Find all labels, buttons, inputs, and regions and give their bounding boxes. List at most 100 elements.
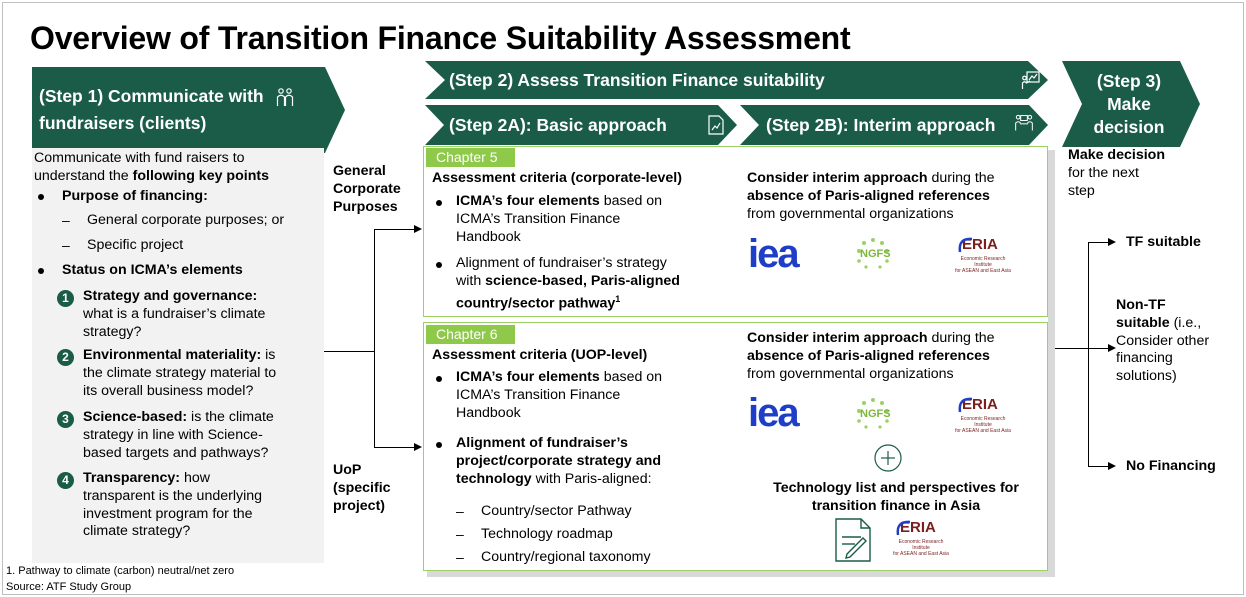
iea-logo: iea (748, 232, 800, 276)
element-3-title: Science-based: (83, 409, 188, 425)
element-4-rest: how (180, 470, 210, 486)
interim-bold: Consider interim approach (747, 170, 928, 186)
plus-circle-icon (873, 443, 903, 473)
element-number-1: 1 (57, 290, 74, 307)
decision-bold: Make decision (1068, 147, 1165, 163)
element-3-line: strategy in line with Science- (83, 426, 263, 443)
step2-label: (Step 2) Assess Transition Finance suita… (449, 69, 825, 90)
outcome-no-financing: No Financing (1126, 458, 1216, 474)
element-2-line: the climate strategy material to (83, 364, 277, 381)
dash: – (456, 503, 464, 519)
element-2-line: its overall business model? (83, 382, 254, 399)
dash: – (456, 549, 464, 565)
eria-logo: ERIA Economic Research Institute for ASE… (890, 519, 952, 557)
document-chart-icon (706, 115, 726, 135)
purpose-label-line: (specific (333, 479, 391, 496)
eria-subtitle: Economic Research Institute for ASEAN an… (890, 539, 952, 557)
box1-heading: Assessment criteria (corporate-level) (432, 170, 682, 186)
element-2: Environmental materiality: is the climat… (83, 347, 276, 400)
box1-b2-bold: science-based, Paris-aligned (485, 272, 680, 289)
status-heading: Status on ICMA’s elements (62, 262, 243, 278)
box2-b1-rest: based on (599, 369, 663, 385)
eria-logo: ERIA Economic Research Institute for ASE… (952, 396, 1014, 434)
outcome-tf-suitable: TF suitable (1126, 234, 1201, 250)
box1-bullet2: Alignment of fundraiser’s strategy with … (456, 255, 680, 313)
step3-line2: Make (1107, 93, 1151, 114)
purpose-label-line: project) (333, 497, 386, 514)
box-shadow (1048, 150, 1055, 577)
step1-intro: Communicate with fund raisers to underst… (34, 150, 269, 186)
interim-line: from governmental organizations (747, 205, 954, 222)
footnote: 1. Pathway to climate (carbon) neutral/n… (6, 565, 235, 577)
box2-b2-bold: technology (456, 470, 532, 487)
interim-line: absence of Paris-aligned references (747, 187, 990, 204)
step2b-label: (Step 2B): Interim approach (766, 114, 996, 135)
box2-bullet2: Alignment of fundraiser’s project/corpor… (456, 435, 661, 488)
arrowhead (414, 225, 422, 233)
step3-line3: decision (1093, 116, 1165, 137)
step2a-label: (Step 2A): Basic approach (449, 114, 667, 135)
dash: – (62, 237, 70, 253)
box1-b1-rest: based on (599, 193, 663, 209)
element-4-line: investment program for the (83, 505, 253, 522)
element-number-2: 2 (57, 349, 74, 366)
element-4: Transparency: how transparent is the und… (83, 470, 262, 541)
box1-b1-line: ICMA’s Transition Finance (456, 210, 621, 227)
connector-line (1088, 466, 1110, 467)
box1-b2-plain: with (456, 272, 486, 289)
intro-plain: understand the (34, 167, 133, 184)
box2-bullet1: ICMA’s four elements based on ICMA’s Tra… (456, 369, 662, 422)
step1-banner: (Step 1) Communicate with fundraisers (c… (32, 67, 345, 153)
box-shadow (427, 571, 1055, 577)
connector-line (374, 229, 375, 447)
document-pen-icon (833, 517, 873, 563)
outcome-non-tf: Non-TF suitable (i.e., Consider other fi… (1116, 297, 1209, 386)
arrowhead (1108, 238, 1116, 246)
ngfs-text: NGFS (860, 248, 891, 260)
bullet (436, 376, 442, 382)
bullet (436, 200, 442, 206)
non-tf-line: solutions) (1116, 368, 1177, 385)
connector-line (1088, 242, 1110, 243)
ngfs-logo: NGFS (852, 234, 894, 274)
connector-line (1055, 348, 1088, 349)
box1-b1-bold: ICMA’s four elements (456, 193, 600, 209)
element-number-4: 4 (57, 472, 74, 489)
element-3-line: based targets and pathways? (83, 444, 269, 461)
arrowhead (1108, 462, 1116, 470)
tech-line: Technology list and perspectives for (773, 480, 1019, 496)
meeting-icon (1014, 113, 1038, 135)
box1-b2-bold: country/sector pathway (456, 295, 616, 312)
box2-b2-line: project/corporate strategy and (456, 452, 661, 469)
purpose-label-general: General Corporate Purposes (333, 163, 401, 216)
dash: – (62, 212, 70, 228)
box2-b1-line: Handbook (456, 404, 521, 421)
source-note: Source: ATF Study Group (6, 581, 132, 593)
eria-subtitle: Economic Research Institute for ASEAN an… (952, 416, 1014, 434)
intro-line1: Communicate with fund raisers to (34, 150, 245, 166)
box2-b2-rest: with Paris-aligned: (531, 470, 652, 487)
step1-line1: (Step 1) Communicate with (39, 86, 264, 106)
arrowhead (414, 443, 422, 451)
element-1-title: Strategy and governance: (83, 288, 258, 304)
box1-bullet1: ICMA’s four elements based on ICMA’s Tra… (456, 193, 662, 246)
box1-b2-line: Alignment of fundraiser’s strategy (456, 255, 667, 271)
bullet (38, 194, 44, 200)
intro-bold: following key points (132, 167, 269, 184)
element-1: Strategy and governance: what is a fundr… (83, 288, 265, 341)
non-tf-line: financing (1116, 350, 1173, 367)
purpose-label-uop: UoP (specific project) (333, 462, 391, 515)
bullet (38, 268, 44, 274)
eria-sub-line: for ASEAN and East Asia (893, 551, 949, 557)
interim-rest: during the (927, 170, 995, 186)
step1-line2: fundraisers (clients) (39, 113, 207, 133)
people-icon (275, 87, 295, 107)
purpose-item-project: Specific project (87, 237, 184, 253)
bullet (436, 442, 442, 448)
purpose-heading: Purpose of financing: (62, 188, 208, 204)
purpose-label-line: General (333, 163, 386, 179)
arrowhead (1108, 344, 1116, 352)
iea-logo: iea (748, 391, 800, 435)
dash: – (456, 526, 464, 542)
purpose-label-line: Corporate (333, 180, 401, 197)
